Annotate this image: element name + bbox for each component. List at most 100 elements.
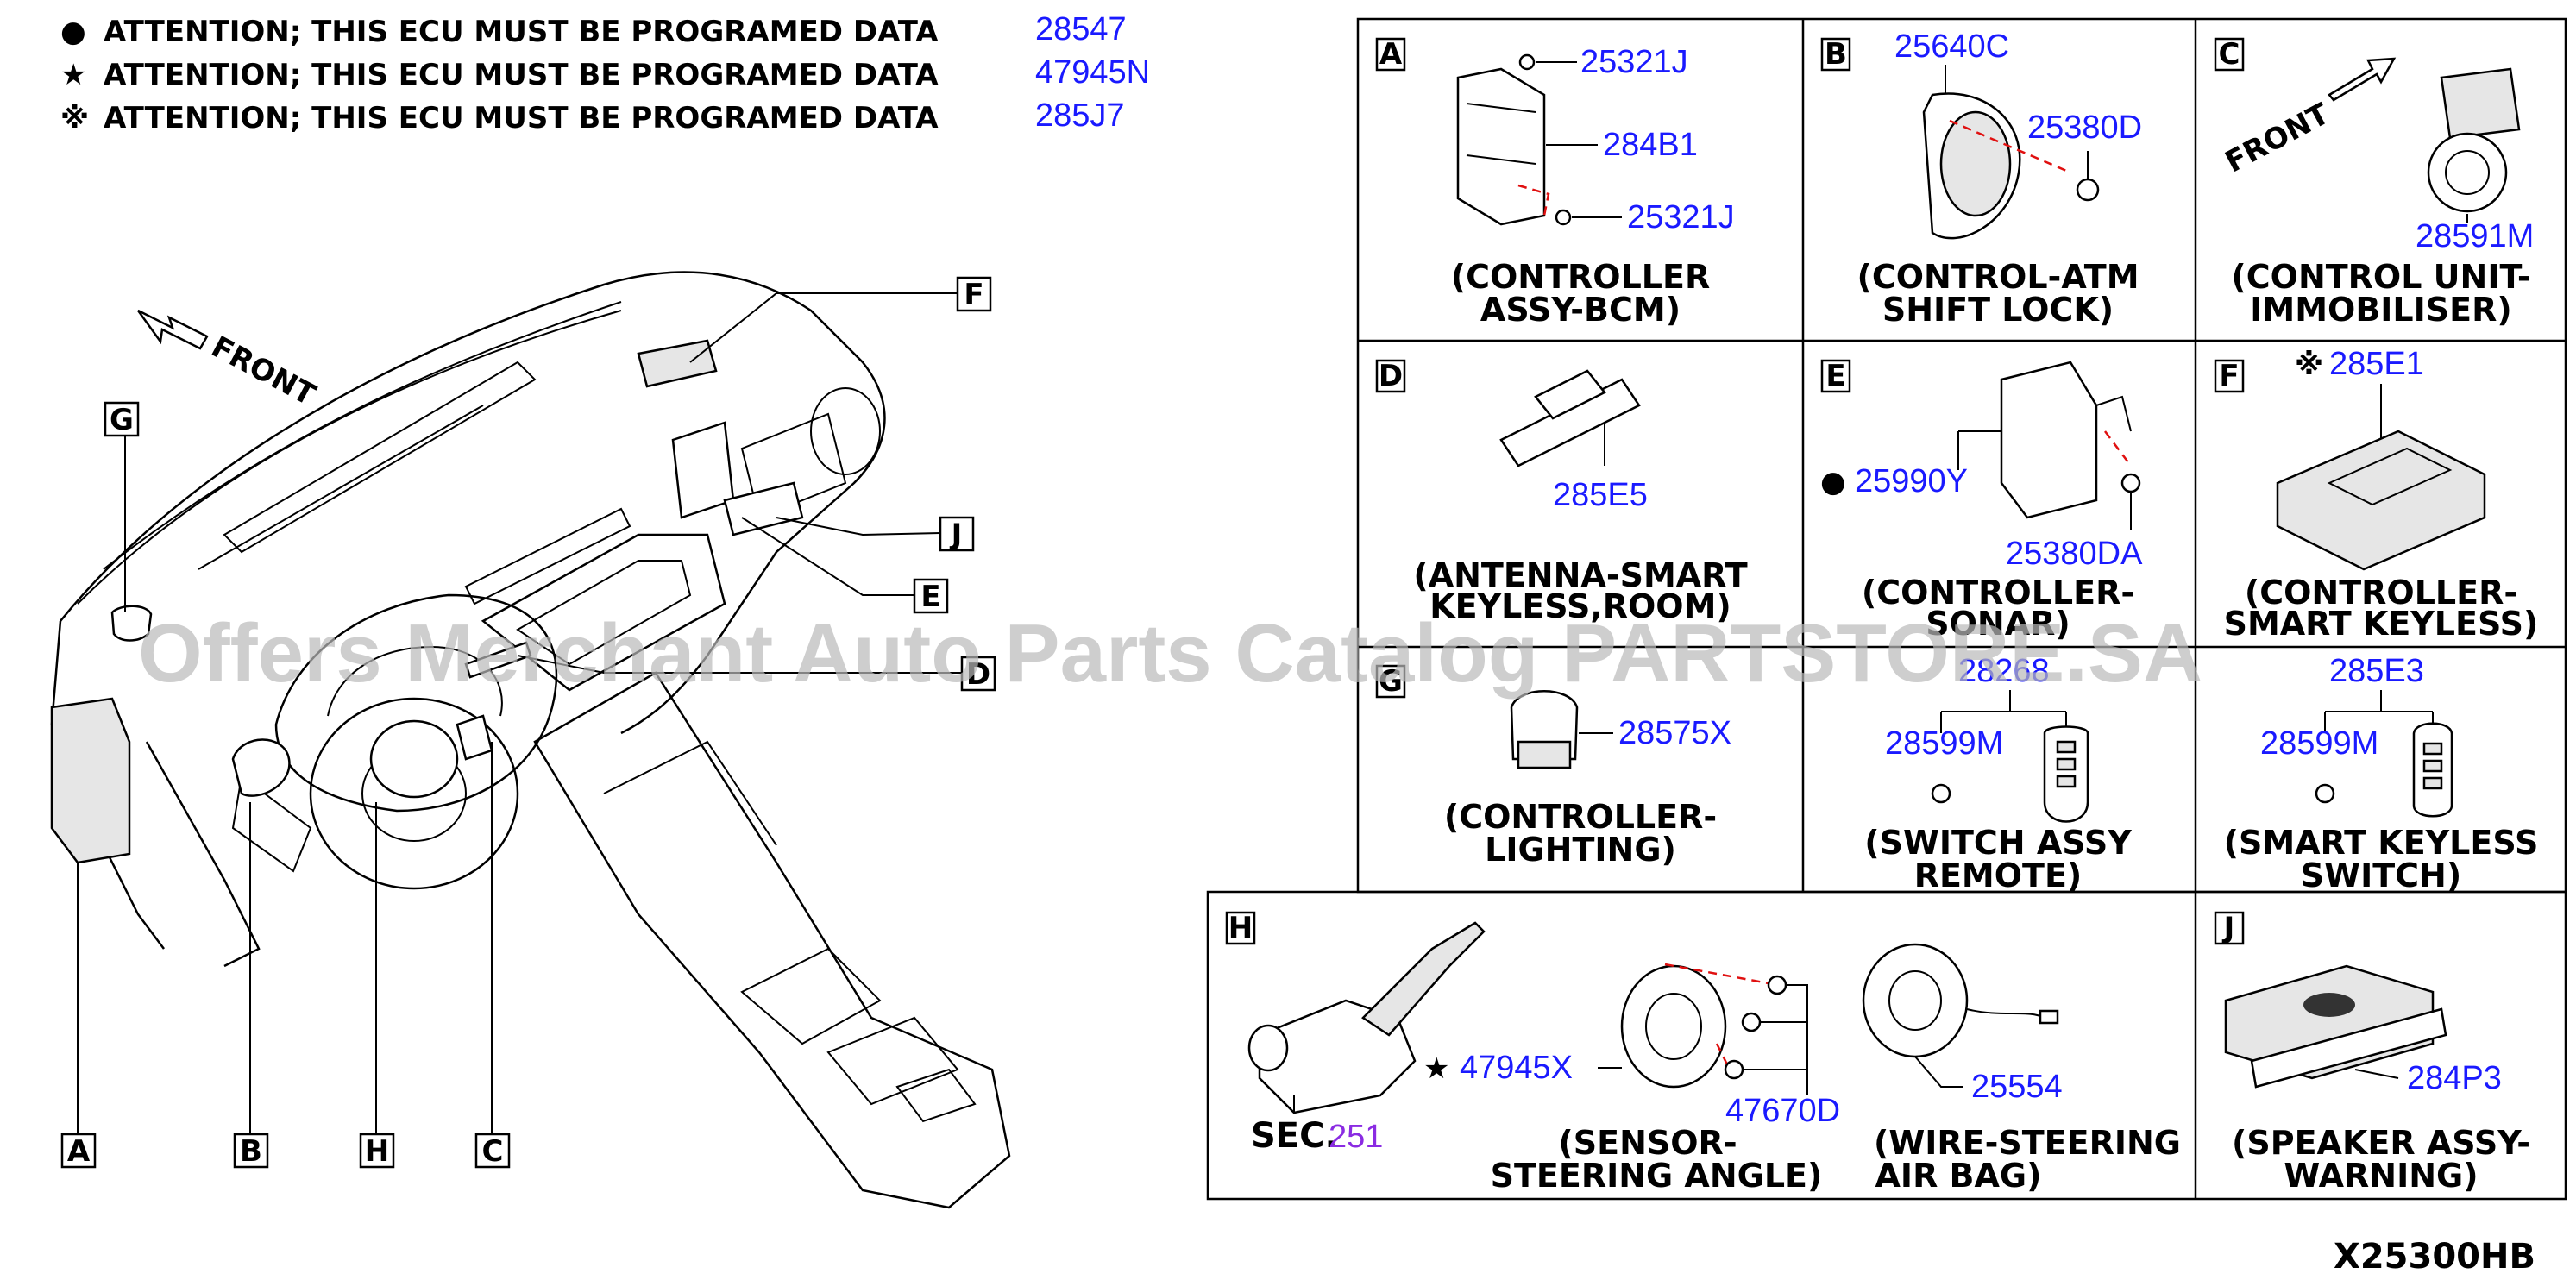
panel-d-caption-2: KEYLESS,ROOM) — [1429, 587, 1731, 625]
callout-d[interactable]: D — [960, 656, 996, 692]
panel-a-letter: A — [1379, 37, 1403, 72]
panel-e-part-2[interactable]: 25380DA — [2006, 536, 2143, 572]
panel-b: B 25640C 25380D (CONTROL-ATM SHIFT LOCK) — [1820, 28, 2142, 329]
note-3-part-number[interactable]: 285J7 — [1035, 97, 1125, 134]
callout-b[interactable]: B — [233, 1133, 269, 1169]
panel-h-caption-sensor-2: STEERING ANGLE) — [1491, 1157, 1823, 1195]
panel-d: D 285E5 (ANTENNA-SMART KEYLESS,ROOM) — [1375, 359, 1748, 625]
watermark: Offers Merchant Auto Parts Catalog PARTS… — [138, 607, 2202, 700]
detail-grid — [1206, 17, 2567, 1201]
sonar-part — [2000, 361, 2098, 519]
panel-e-caption-1: (CONTROLLER- — [1862, 574, 2134, 612]
note-1-symbol: ● — [60, 15, 86, 49]
panel-g-letter: G — [1379, 664, 1403, 699]
panel-j: J 284P3 (SPEAKER ASSY- WARNING) — [2214, 911, 2530, 1195]
panel-smart-key: 285E3 28599M (SMART KEYLESS SWITCH) — [2224, 653, 2539, 894]
panel-e-caption-2: SONAR) — [1926, 605, 2070, 643]
combination-switch-part — [1258, 999, 1417, 1114]
panel-a-part-1[interactable]: 25321J — [1580, 44, 1688, 80]
callout-c[interactable]: C — [474, 1133, 511, 1169]
panel-h-part-2[interactable]: 47670D — [1725, 1093, 1840, 1129]
panel-j-caption-1: (SPEAKER ASSY- — [2232, 1124, 2530, 1162]
panel-f-letter: F — [2219, 359, 2239, 393]
panel-b-part-2[interactable]: 25380D — [2027, 110, 2142, 146]
panel-f-mark: ※ — [2295, 348, 2323, 382]
clock-spring-part — [1862, 943, 1969, 1058]
callout-b-label: B — [240, 1134, 262, 1169]
diagram-code: X25300HB — [2334, 1237, 2535, 1277]
callout-h[interactable]: H — [359, 1133, 395, 1169]
panel-d-part-1[interactable]: 285E5 — [1553, 477, 1648, 513]
panel-a-caption-2: ASSY-BCM) — [1480, 291, 1681, 329]
callout-j-label: J — [950, 518, 963, 552]
panel-a-part-2[interactable]: 284B1 — [1603, 127, 1698, 163]
panel-j-part-1[interactable]: 284P3 — [2407, 1060, 2502, 1096]
overview-immobiliser-part — [456, 714, 493, 761]
panel-remote: 28268 28599M (SWITCH ASSY REMOTE) — [1864, 653, 2132, 894]
panel-a-caption-1: (CONTROLLER — [1451, 258, 1711, 296]
panel-h-sec-prefix: SEC. — [1251, 1116, 1338, 1156]
callout-a-label: A — [67, 1134, 91, 1169]
battery-icon — [2315, 783, 2335, 804]
panel-c-part-1[interactable]: 28591M — [2416, 218, 2534, 254]
overview-antenna-part — [464, 641, 532, 679]
note-2-text: ATTENTION; THIS ECU MUST BE PROGRAMED DA… — [104, 58, 939, 92]
screw-icon — [1767, 975, 1787, 995]
steering-angle-sensor-part — [1620, 964, 1727, 1089]
callout-e[interactable]: E — [913, 578, 949, 614]
callout-a[interactable]: A — [60, 1133, 97, 1169]
panel-remote-part-1[interactable]: 28268 — [1958, 653, 2050, 689]
overview-speaker-part — [723, 481, 804, 536]
panel-b-letter: B — [1825, 37, 1847, 72]
panel-c-letter: C — [2219, 37, 2240, 72]
front-arrow-icon — [136, 309, 209, 350]
panel-remote-caption-1: (SWITCH ASSY — [1864, 824, 2132, 862]
callout-c-label: C — [482, 1134, 504, 1169]
panel-e-mark: ● — [1820, 465, 1846, 499]
panel-h-sec-number[interactable]: 251 — [1329, 1119, 1383, 1155]
callout-g-label: G — [110, 403, 134, 437]
note-1-part-number[interactable]: 28547 — [1035, 11, 1127, 47]
panel-f: F ※ 285E1 (CONTROLLER- SMART KEYLESS) — [2214, 346, 2539, 643]
panel-j-letter: J — [2222, 911, 2235, 945]
panel-h-part-3[interactable]: 25554 — [1971, 1069, 2063, 1105]
note-1-text: ATTENTION; THIS ECU MUST BE PROGRAMED DA… — [104, 15, 939, 49]
callout-j[interactable]: J — [939, 516, 975, 552]
dashboard-overview: FRONT — [50, 271, 1011, 1209]
panel-smartkey-part-1[interactable]: 285E3 — [2329, 653, 2424, 689]
note-2-symbol: ★ — [60, 58, 86, 92]
remote-key-part — [2043, 725, 2089, 823]
panel-f-part-1[interactable]: 285E1 — [2329, 346, 2424, 382]
overview-smart-keyless-part — [637, 339, 718, 388]
panel-g-part-1[interactable]: 28575X — [1618, 715, 1731, 751]
panel-remote-caption-2: REMOTE) — [1914, 856, 2083, 894]
panel-c-caption-2: IMMOBILISER) — [2250, 291, 2511, 329]
immobiliser-part — [2427, 132, 2508, 213]
panel-g-caption-2: LIGHTING) — [1485, 831, 1676, 869]
panel-b-part-1[interactable]: 25640C — [1894, 28, 2009, 65]
screw-icon — [1555, 209, 1572, 226]
panel-h-part-1[interactable]: 47945X — [1460, 1050, 1573, 1086]
panel-c: C FRONT 28591M (CONTROL UNIT- IMMOBILISE… — [2214, 37, 2534, 329]
panel-e-part-1[interactable]: 25990Y — [1855, 463, 1968, 499]
screw-icon — [2076, 178, 2100, 202]
panel-e: E ● 25990Y 25380DA (CONTROLLER- SONAR) — [1820, 359, 2143, 643]
panel-j-caption-2: WARNING) — [2284, 1157, 2478, 1195]
overview-steering-sensor-part — [369, 719, 459, 799]
panel-b-caption-2: SHIFT LOCK) — [1882, 291, 2114, 329]
panel-h-mark: ★ — [1423, 1051, 1449, 1086]
panel-smartkey-caption-1: (SMART KEYLESS — [2224, 824, 2539, 862]
panel-smartkey-part-2[interactable]: 28599M — [2260, 725, 2378, 762]
bcm-part — [1456, 67, 1546, 226]
attention-notes: ● ATTENTION; THIS ECU MUST BE PROGRAMED … — [60, 11, 1150, 135]
callout-f[interactable]: F — [956, 276, 992, 312]
callout-d-label: D — [966, 657, 990, 692]
panel-f-caption-2: SMART KEYLESS) — [2224, 605, 2539, 643]
panel-d-caption-1: (ANTENNA-SMART — [1413, 556, 1747, 594]
callout-g[interactable]: G — [104, 401, 140, 437]
panel-remote-part-2[interactable]: 28599M — [1885, 725, 2003, 762]
callout-e-label: E — [920, 580, 940, 614]
note-2-part-number[interactable]: 47945N — [1035, 54, 1150, 91]
panel-a-part-3[interactable]: 25321J — [1627, 199, 1735, 235]
